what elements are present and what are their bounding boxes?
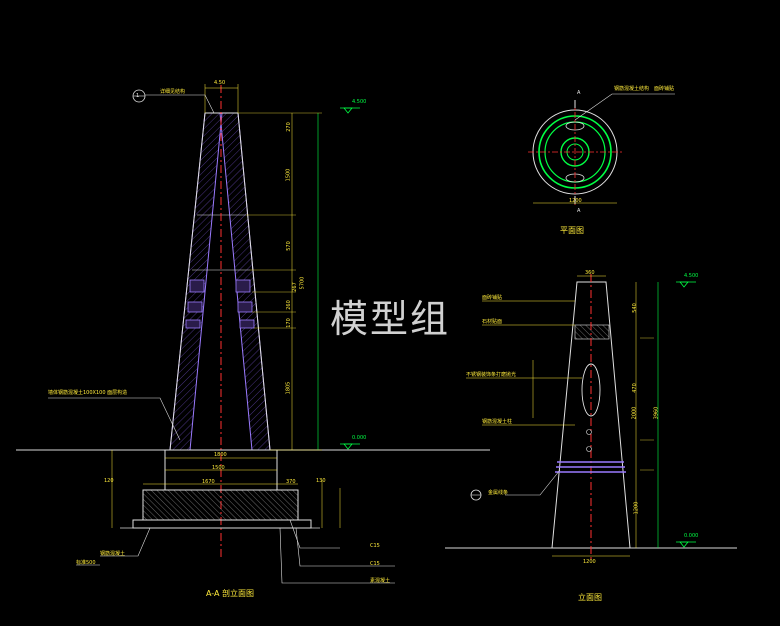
dim-label: 2000 xyxy=(631,406,638,420)
dim-label: 170 xyxy=(285,318,292,328)
dim-total: 5700 xyxy=(299,276,306,290)
elev-level-top: 4.500 xyxy=(684,273,699,279)
callout-right-2: C15 xyxy=(370,561,380,567)
plan-title: 平面图 xyxy=(560,226,584,235)
elev-note-1: 面砖铺贴 xyxy=(482,295,503,301)
plan-label-a-bottom: A xyxy=(577,208,581,214)
dim-label: 540 xyxy=(631,303,638,313)
section-view xyxy=(16,84,490,584)
callout-number: 1 xyxy=(136,93,140,99)
callout-bottom-left: 钢筋混凝土 xyxy=(100,551,126,557)
section-top-width: 4.50 xyxy=(214,80,226,86)
dim-label: 130 xyxy=(316,478,326,484)
callout-right-1: C15 xyxy=(370,543,380,549)
plan-diameter: 1200 xyxy=(569,198,582,204)
plan-callout-2: 面砖铺贴 xyxy=(654,86,675,92)
dim-label: 570 xyxy=(285,241,292,251)
dim-label: 3960 xyxy=(653,406,660,420)
dim-label: 1805 xyxy=(285,381,292,395)
dim-label: 1500 xyxy=(212,465,225,471)
watermark: 模型组 xyxy=(330,297,451,341)
elev-level-ground: 0.000 xyxy=(684,533,699,539)
callout-bottom-left-2: 素混凝土 xyxy=(370,578,391,584)
dim-label: 267 xyxy=(291,282,298,292)
dim-label: 270 xyxy=(285,122,292,132)
dim-label: 370 xyxy=(286,479,296,485)
elev-note-3: 不锈钢装饰条打磨抛光 xyxy=(466,372,517,378)
foundation xyxy=(142,489,299,521)
elevation-title: 立面图 xyxy=(578,593,602,602)
elev-note-2: 石材贴面 xyxy=(482,319,503,325)
section-level-top: 4.500 xyxy=(352,99,367,105)
callout-top-text: 详细见结构 xyxy=(160,89,186,95)
dim-label: 1500 xyxy=(285,168,292,182)
plan-label-a-top: A xyxy=(577,90,581,96)
dim-label: 1200 xyxy=(633,501,640,515)
elevation-view xyxy=(445,274,737,560)
elev-note-4: 钢筋混凝土柱 xyxy=(482,419,513,425)
plan-callout: 钢筋混凝土结构 xyxy=(614,86,650,92)
plan-view xyxy=(528,93,675,205)
foot-left: 标准500 xyxy=(76,560,96,566)
section-level-ground: 0.000 xyxy=(352,435,367,441)
dim-label: 1670 xyxy=(202,479,215,485)
callout-wall: 墙体钢筋混凝土100X100 面层构造 xyxy=(48,390,128,396)
elev-base-width: 1200 xyxy=(583,559,596,565)
section-title: A-A 剖立面图 xyxy=(206,589,255,598)
dim-label: 1800 xyxy=(214,452,227,458)
elev-note-5: 金属线条 xyxy=(488,490,509,496)
dim-label: 260 xyxy=(285,300,292,310)
dim-label: 120 xyxy=(104,478,114,484)
elev-top-width: 360 xyxy=(585,270,595,276)
dim-label: 470 xyxy=(631,383,638,393)
